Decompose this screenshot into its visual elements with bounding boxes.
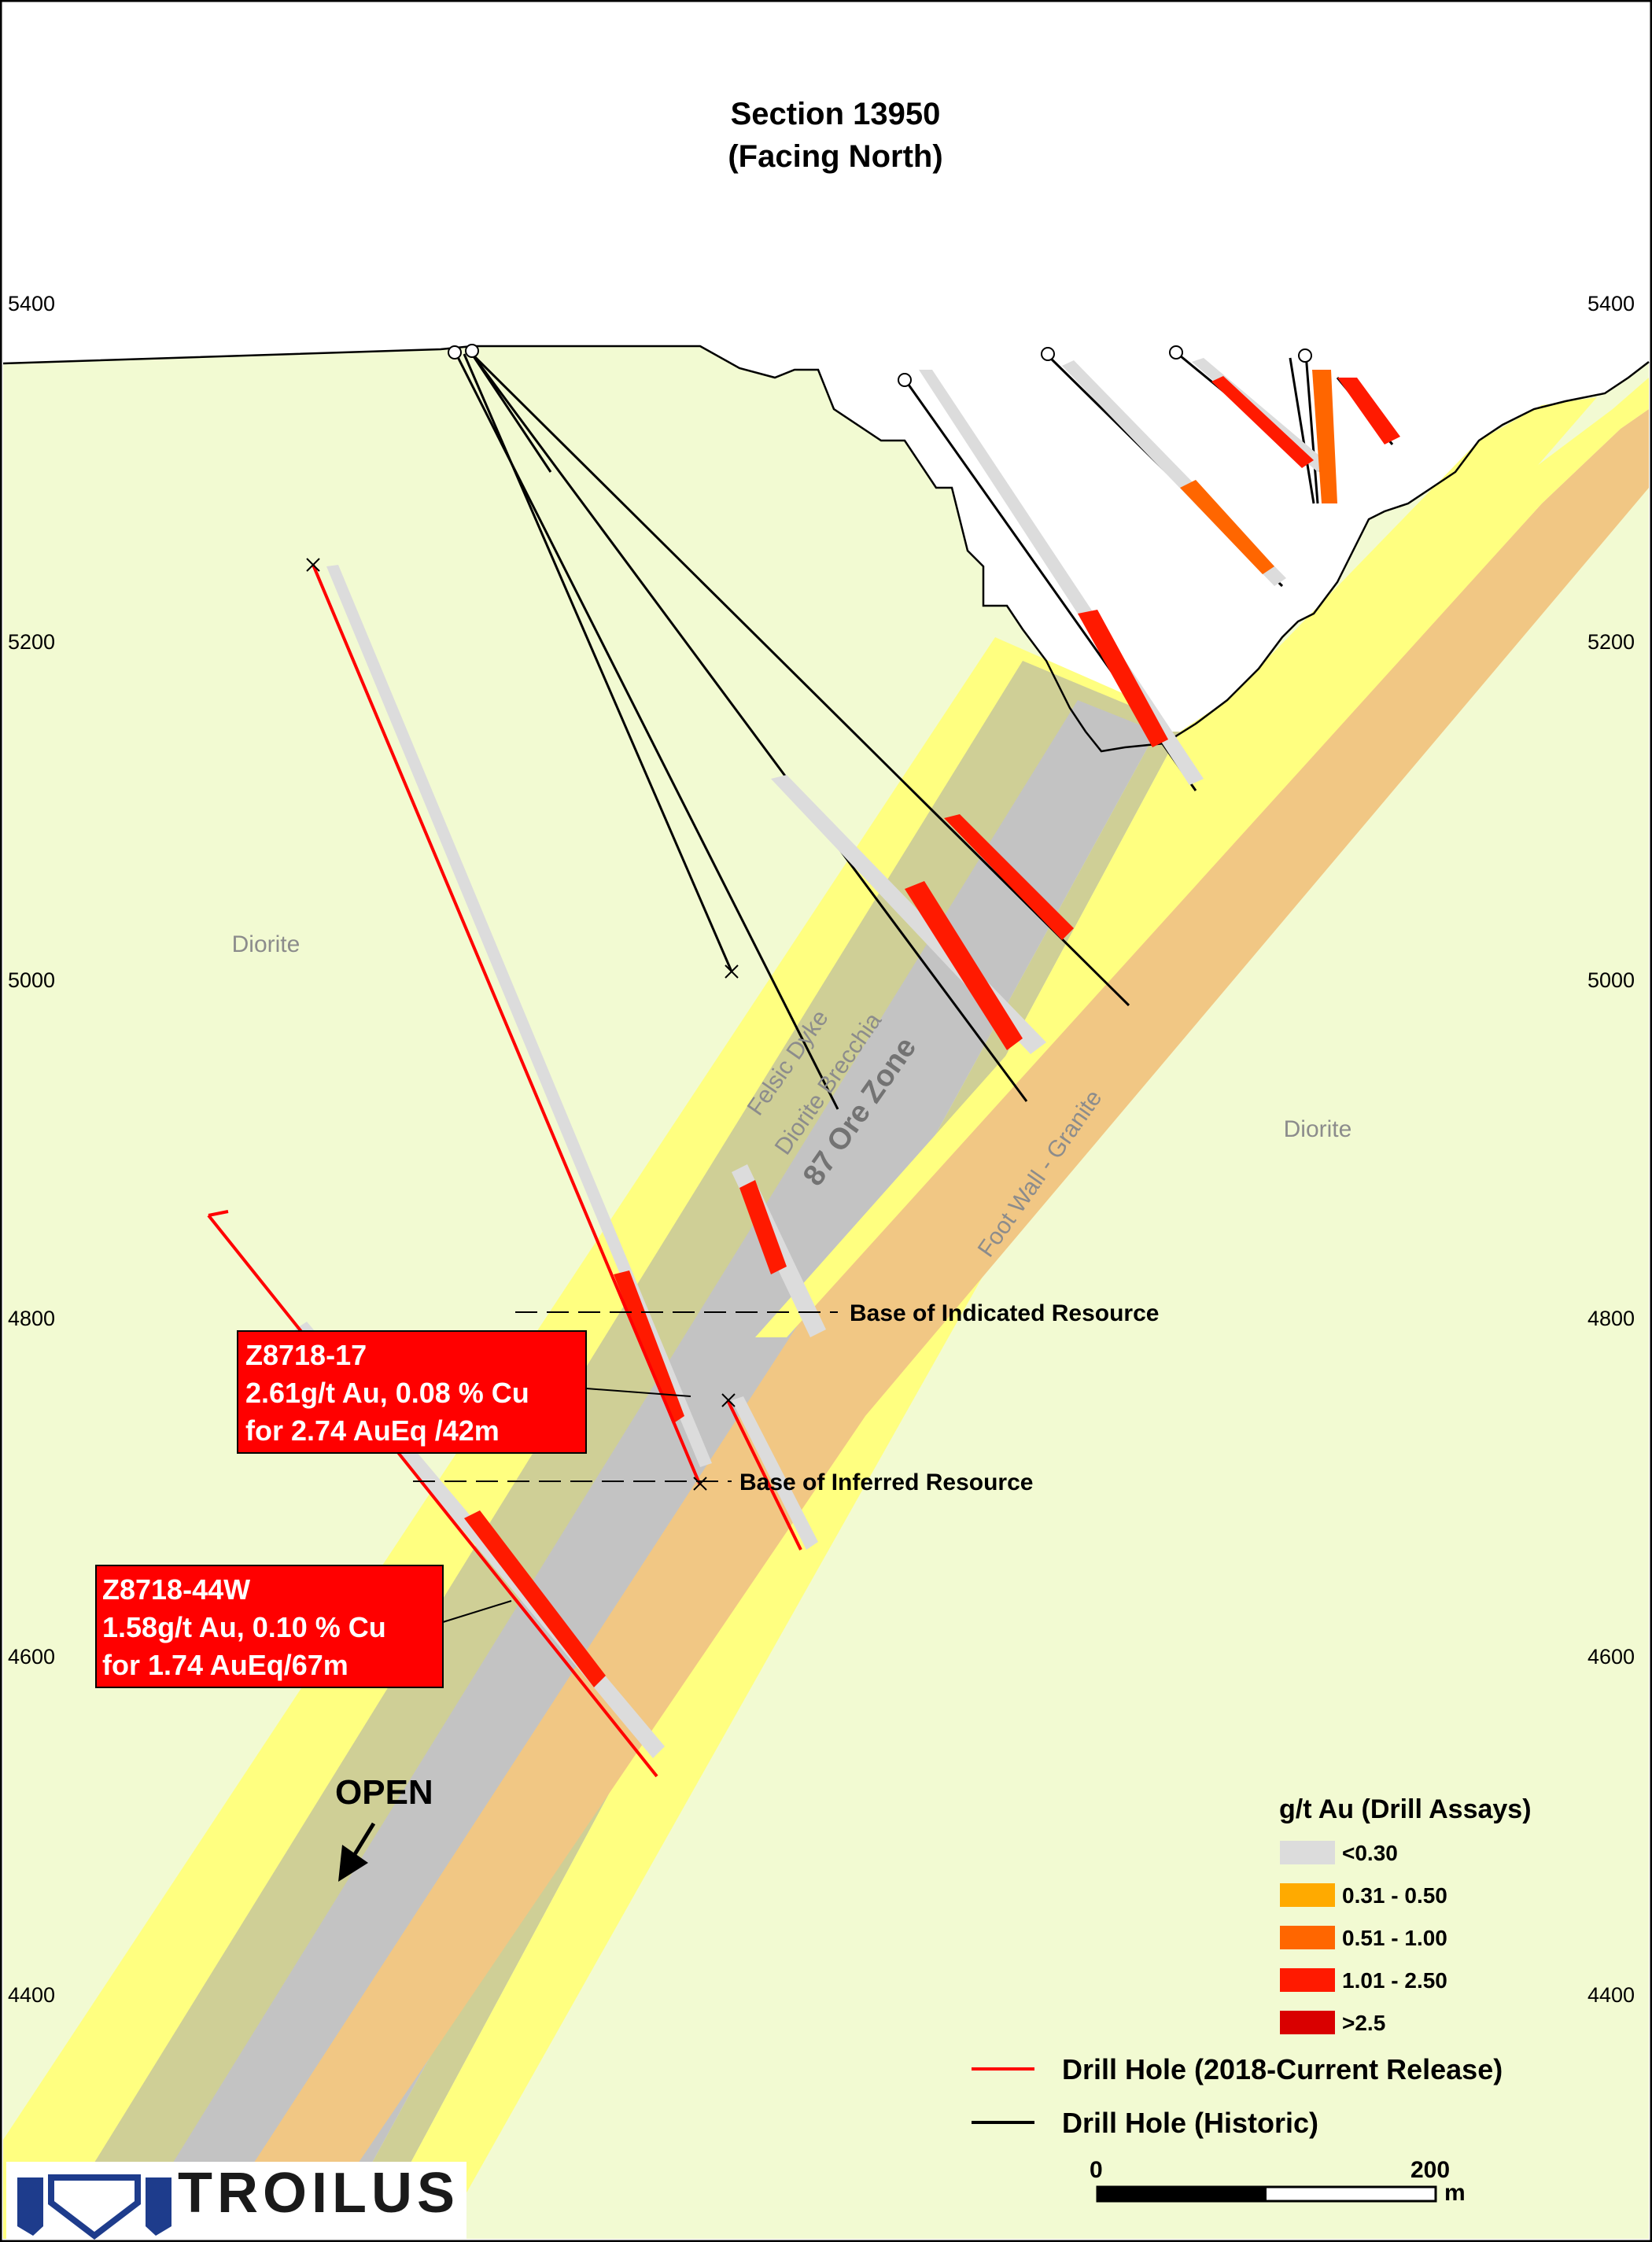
legend-line-label: Drill Hole (Historic) (1062, 2107, 1318, 2139)
scale-start-label: 0 (1090, 2157, 1103, 2183)
collar-icon (1041, 347, 1055, 361)
scale-unit-label: m (1444, 2180, 1466, 2206)
assay-strip-7-ore (944, 814, 1074, 940)
callout-z8718-17 (237, 1330, 587, 1454)
callout-hole-id: Z8718-44W (102, 1573, 250, 1606)
historic-hole-2 (463, 353, 733, 972)
legend-swatch (1280, 1968, 1335, 1992)
ore-zone-band (126, 700, 1156, 2239)
assay-strip-8-ore (739, 1180, 787, 1274)
current-hole-z8718-17 (312, 564, 702, 1486)
legend-label: <0.30 (1342, 1841, 1398, 1865)
elevation-label-left: 5400 (8, 292, 55, 315)
scale-end-label: 200 (1410, 2157, 1450, 2183)
hole-end-icon (721, 1393, 736, 1407)
elevation-label-left: 4400 (8, 1983, 55, 2007)
callout-aueq: for 1.74 AuEq/67m (102, 1649, 348, 1681)
foot-wall-granite (205, 409, 1649, 2239)
diorite-label-left: Diorite (232, 931, 301, 957)
diorite-label-right: Diorite (1284, 1116, 1352, 1142)
felsic-dyke-band-right (370, 397, 1597, 2239)
logo-text: TROILUS (178, 2162, 459, 2225)
callout-aueq: for 2.74 AuEq /42m (245, 1414, 500, 1447)
legend-title: g/t Au (Drill Assays) (1279, 1794, 1532, 1824)
elevation-label-left: 5000 (8, 968, 55, 992)
assay-strip-4 (1312, 370, 1337, 503)
collar-icon (1298, 348, 1312, 363)
callout-grade: 2.61g/t Au, 0.08 % Cu (245, 1377, 529, 1409)
collar-icon (898, 373, 912, 387)
legend-label: 0.31 - 0.50 (1342, 1883, 1447, 1908)
legend-label: 0.51 - 1.00 (1342, 1926, 1447, 1950)
hole-end-icon (306, 558, 320, 572)
open-label: OPEN (335, 1773, 433, 1812)
assay-strip-1-ore (1078, 610, 1168, 747)
hole-end-icon (693, 1477, 707, 1491)
current-hole-2-ore (464, 1510, 606, 1687)
logo-mark-icon (17, 2174, 171, 2240)
historic-hole-9 (1304, 353, 1319, 504)
legend-swatch (1280, 1841, 1335, 1864)
indicated-resource-label: Base of Indicated Resource (850, 1300, 1159, 1326)
assay-strips (732, 358, 1400, 1337)
collar-icon (1169, 345, 1183, 360)
elevation-label-left: 4800 (8, 1307, 55, 1330)
section-subtitle: (Facing North) (728, 139, 942, 174)
current-hole-z8718-44w (207, 1214, 658, 1778)
collar-markers (448, 344, 1312, 387)
inferred-resource-label: Base of Inferred Resource (739, 1469, 1033, 1495)
elevation-label-left: 4600 (8, 1645, 55, 1669)
legend-swatch (1280, 1883, 1335, 1907)
callout-leader (442, 1600, 512, 1623)
assay-strip-6-ore (905, 881, 1023, 1050)
hole-end-icon (725, 964, 739, 979)
elevation-label-right: 5400 (1587, 292, 1635, 315)
callout-leader (585, 1388, 691, 1397)
troilus-logo: TROILUS (6, 2162, 466, 2240)
section-title: Section 13950 (731, 97, 941, 131)
current-hole-3 (726, 1399, 802, 1551)
collar-icon (465, 344, 479, 358)
legend-label: 1.01 - 2.50 (1342, 1968, 1447, 1993)
legend-swatch (1280, 1926, 1335, 1949)
assay-strip-5 (1337, 378, 1400, 444)
scale-bar: 0 200 m (1090, 2157, 1466, 2206)
elevation-label-right: 4600 (1587, 1645, 1635, 1669)
current-hole-2-collar (208, 1210, 229, 1217)
legend-swatch (1280, 2011, 1335, 2034)
felsic-dyke-band-far-right (755, 378, 1649, 1337)
current-hole-3-assays (732, 1396, 818, 1550)
legend: g/t Au (Drill Assays) <0.30 0.31 - 0.50 … (972, 1794, 1532, 2139)
elevation-label-right: 5200 (1587, 630, 1635, 654)
callout-z8718-44w (95, 1565, 444, 1688)
current-hole-1-assays (326, 565, 712, 1467)
legend-line-label: Drill Hole (2018-Current Release) (1062, 2053, 1503, 2085)
current-hole-1-ore (614, 1270, 684, 1424)
hole-end-markers (306, 558, 739, 1491)
elevation-label-right: 4800 (1587, 1307, 1635, 1330)
assay-strip-2-ore (1180, 480, 1274, 574)
callout-grade: 1.58g/t Au, 0.10 % Cu (102, 1611, 386, 1643)
historic-hole-5 (470, 353, 552, 473)
legend-label: >2.5 (1342, 2011, 1385, 2035)
topography-line (2, 345, 1650, 753)
historic-hole-11 (1289, 357, 1315, 504)
elevation-label-left: 5200 (8, 630, 55, 654)
callout-hole-id: Z8718-17 (245, 1339, 367, 1371)
historic-hole-4 (470, 352, 1130, 1007)
elevation-label-right: 4400 (1587, 1983, 1635, 2007)
assay-strip-3-ore (1211, 376, 1314, 468)
collar-icon (448, 345, 462, 360)
open-arrow-icon (338, 1822, 376, 1882)
historic-hole-3 (470, 353, 1028, 1102)
elevation-label-right: 5000 (1587, 968, 1635, 992)
